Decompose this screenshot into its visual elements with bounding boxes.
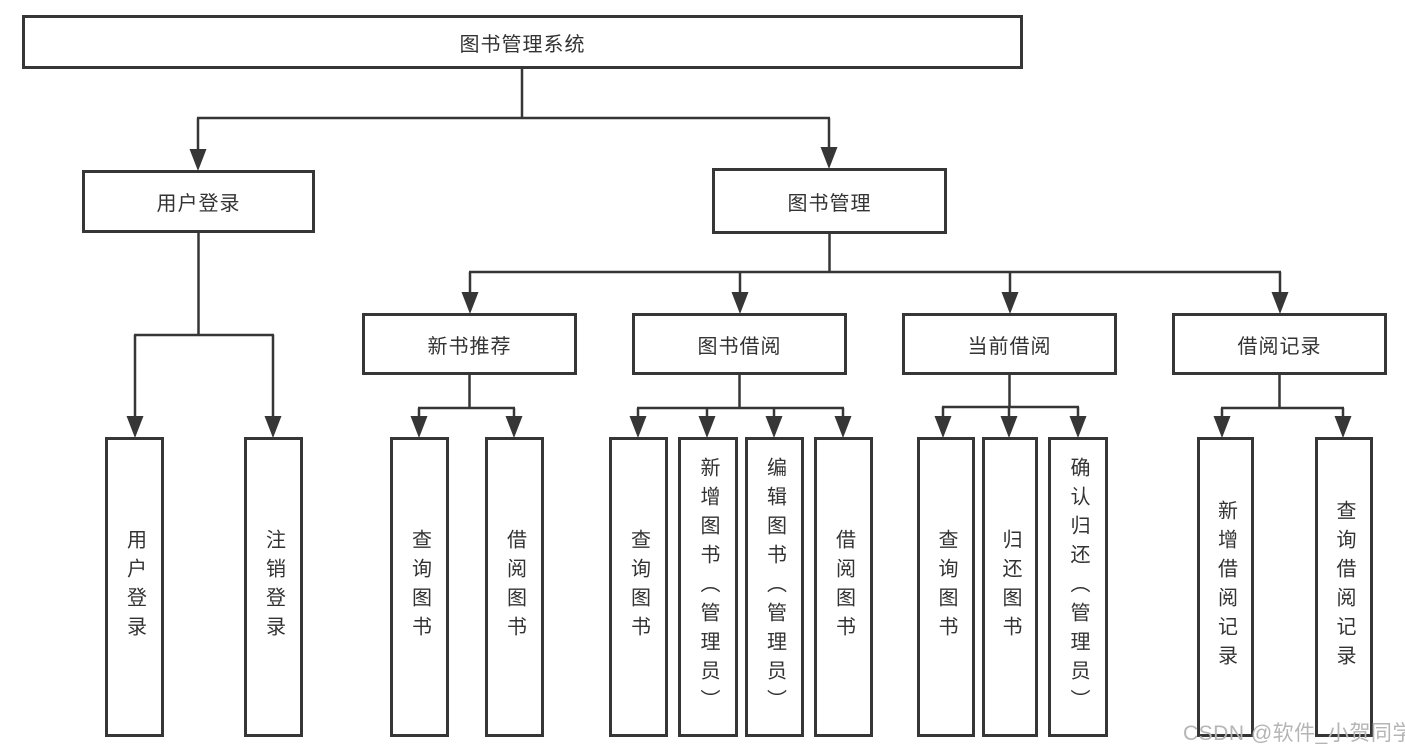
leaf-logout-label: 注销登录 <box>262 529 285 645</box>
leaf-query-books-1-label: 查询图书 <box>408 529 431 645</box>
leaf-borrow-books-1-label: 借阅图书 <box>503 529 526 645</box>
node-current-borrowing: 当前借阅 <box>902 313 1117 375</box>
leaf-confirm-return-admin-label: 确认归还（管理员） <box>1067 456 1089 718</box>
leaf-query-borrow-record: 查询借阅记录 <box>1315 437 1373 737</box>
leaf-query-books-2: 查询图书 <box>609 437 668 737</box>
leaf-add-borrow-record: 新增借阅记录 <box>1197 437 1254 737</box>
node-book-borrowing: 图书借阅 <box>632 313 847 375</box>
node-borrowing-records-label: 借阅记录 <box>1237 335 1322 358</box>
node-borrowing-records: 借阅记录 <box>1172 313 1387 375</box>
arrowheads <box>126 147 1352 438</box>
node-new-book-recommend-label: 新书推荐 <box>427 335 512 358</box>
leaf-query-borrow-record-label: 查询借阅记录 <box>1333 500 1355 674</box>
leaf-logout: 注销登录 <box>244 437 303 737</box>
node-book-management-label: 图书管理 <box>787 192 872 215</box>
leaf-query-books-1: 查询图书 <box>390 437 449 737</box>
leaf-confirm-return-admin: 确认归还（管理员） <box>1048 437 1108 737</box>
node-root: 图书管理系统 <box>22 15 1023 69</box>
leaf-borrow-books-2: 借阅图书 <box>814 437 873 737</box>
leaf-user-login: 用户登录 <box>105 437 164 737</box>
node-root-label: 图书管理系统 <box>459 33 586 56</box>
node-current-borrowing-label: 当前借阅 <box>967 335 1052 358</box>
leaf-query-books-3: 查询图书 <box>917 437 975 737</box>
leaf-add-borrow-record-label: 新增借阅记录 <box>1214 500 1237 674</box>
node-book-management: 图书管理 <box>712 168 947 234</box>
node-new-book-recommend: 新书推荐 <box>362 313 577 375</box>
leaf-edit-books-admin-label: 编辑图书（管理员） <box>763 456 786 718</box>
leaf-query-books-2-label: 查询图书 <box>627 529 650 645</box>
leaf-borrow-books-1: 借阅图书 <box>485 437 544 737</box>
leaf-query-books-3-label: 查询图书 <box>935 529 957 645</box>
node-user-login-label: 用户登录 <box>156 193 241 215</box>
leaf-return-books-label: 归还图书 <box>999 529 1021 645</box>
leaf-user-login-label: 用户登录 <box>123 529 146 645</box>
leaf-add-books-admin: 新增图书（管理员） <box>678 437 738 737</box>
node-book-borrowing-label: 图书借阅 <box>697 335 782 358</box>
csdn-watermark: CSDN @软件_小贺同学 <box>1183 722 1405 745</box>
leaf-edit-books-admin: 编辑图书（管理员） <box>745 437 804 737</box>
leaf-return-books: 归还图书 <box>982 437 1038 737</box>
node-user-login: 用户登录 <box>82 170 315 233</box>
leaf-add-books-admin-label: 新增图书（管理员） <box>697 456 719 718</box>
leaf-borrow-books-2-label: 借阅图书 <box>832 529 855 645</box>
